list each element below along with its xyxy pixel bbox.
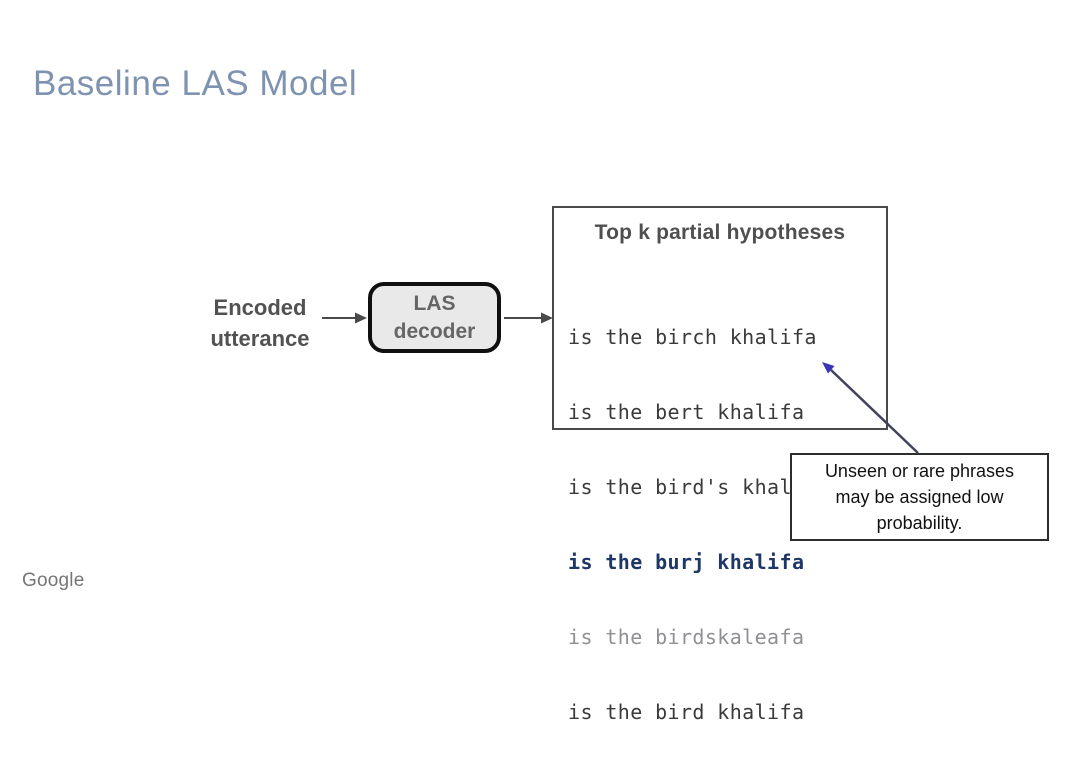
callout-box: Unseen or rare phrases may be assigned l… xyxy=(790,453,1049,541)
callout-line3: probability. xyxy=(876,513,963,533)
hypotheses-box: Top k partial hypotheses is the birch kh… xyxy=(552,206,888,724)
slide-canvas: Baseline LAS Model Encoded utterance LAS… xyxy=(22,64,1049,724)
hypothesis-item-faded: is the birdskaleafa xyxy=(568,625,805,649)
callout-line1: Unseen or rare phrases xyxy=(824,461,1015,481)
google-logo: Google xyxy=(22,570,85,591)
hypothesis-item: is the bird's khalifa xyxy=(568,475,830,499)
slide-title: Baseline LAS Model xyxy=(33,64,358,103)
encoded-utterance-line2: utterance xyxy=(210,326,310,351)
las-decoder-line2: decoder xyxy=(393,319,476,343)
hypotheses-heading: Top k partial hypotheses xyxy=(594,221,846,244)
hypothesis-item-highlighted: is the burj khalifa xyxy=(568,550,805,574)
hypothesis-item: is the birch khalifa xyxy=(568,325,817,349)
las-decoder-line1: LAS xyxy=(413,291,456,315)
encoded-utterance-line1: Encoded xyxy=(213,295,307,320)
hypothesis-item: is the bert khalifa xyxy=(568,400,805,424)
hypothesis-item: is the bird khalifa xyxy=(568,700,805,724)
las-decoder-box: LAS decoder xyxy=(368,282,501,353)
arrow-decoder-to-hypotheses xyxy=(504,312,553,324)
encoded-utterance-label: Encoded utterance xyxy=(180,292,340,354)
callout-line2: may be assigned low xyxy=(835,487,1004,507)
